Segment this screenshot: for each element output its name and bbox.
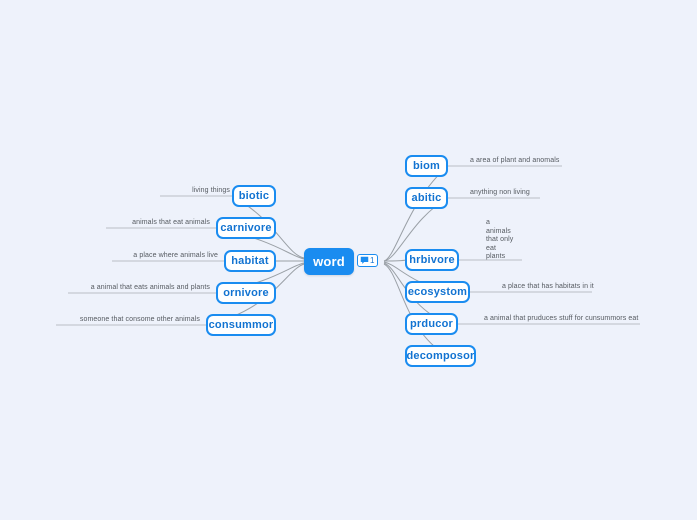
node-hrbivore[interactable]: hrbivore: [405, 249, 459, 271]
edge-root-biom: [383, 165, 449, 262]
node-prducor[interactable]: prducor: [405, 313, 458, 335]
comment-count: 1: [370, 255, 375, 265]
annotation-abitic: anything non living: [470, 189, 530, 196]
annotation-biom: a area of plant and anomals: [470, 157, 560, 164]
node-decomposor[interactable]: decomposor: [405, 345, 476, 367]
comment-icon: [360, 256, 369, 265]
annotation-ecosystom: a place that has habitats in it: [502, 283, 594, 290]
node-habitat[interactable]: habitat: [224, 250, 276, 272]
node-ecosystom[interactable]: ecosystom: [405, 281, 470, 303]
annotation-carnivore: animals that eat animals: [132, 219, 210, 226]
node-biotic[interactable]: biotic: [232, 185, 276, 207]
node-abitic[interactable]: abitic: [405, 187, 448, 209]
annotation-consummor: someone that consome other animals: [79, 316, 200, 323]
annotation-habitat: a place where animals live: [133, 252, 218, 259]
node-consummor[interactable]: consummor: [206, 314, 276, 336]
annotation-biotic: living things: [192, 187, 230, 194]
annotation-prducor: a animal that pruduces stuff for cunsumm…: [484, 315, 639, 322]
node-carnivore[interactable]: carnivore: [216, 217, 276, 239]
annotation-ornivore: a animal that eats animals and plants: [90, 284, 210, 291]
node-ornivore[interactable]: ornivore: [216, 282, 276, 304]
root-node-word[interactable]: word: [304, 248, 354, 275]
comment-badge[interactable]: 1: [357, 254, 379, 267]
edge-root-hrbivore: [383, 259, 407, 262]
node-biom[interactable]: biom: [405, 155, 448, 177]
annotation-hrbivore: a animals that only eat plants: [486, 219, 514, 260]
edge-root-decomposor: [383, 263, 449, 357]
